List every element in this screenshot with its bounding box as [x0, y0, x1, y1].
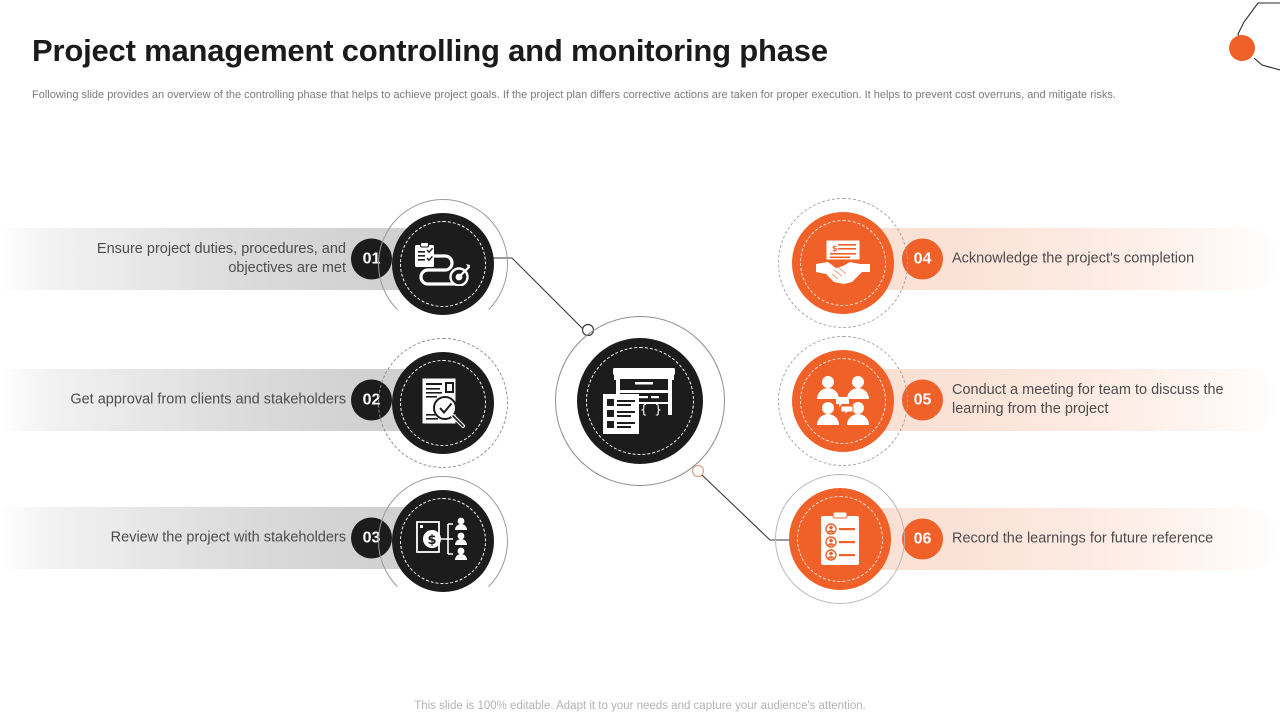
step-row-05[interactable]: Conduct a meeting for team to discuss th…	[880, 369, 1280, 431]
step-label-05: Conduct a meeting for team to discuss th…	[952, 382, 1224, 417]
step-label-02: Get approval from clients and stakeholde…	[70, 391, 346, 408]
node-dashed-ring-01	[400, 221, 486, 307]
page-subtitle: Following slide provides an overview of …	[32, 89, 1116, 101]
node-dashed-ring-02	[400, 360, 486, 446]
center-hub[interactable]: { }	[555, 316, 725, 486]
step-node-03[interactable]: $	[378, 476, 508, 606]
team-meeting-icon	[792, 350, 894, 452]
step-band-05	[880, 369, 1280, 431]
clipboard-path-target-icon	[392, 213, 494, 315]
step-node-04[interactable]: $	[778, 198, 908, 328]
step-node-05[interactable]	[778, 336, 908, 466]
node-ring-03	[378, 476, 508, 606]
step-label-03: Review the project with stakeholders	[110, 529, 346, 546]
node-ring-04	[778, 198, 908, 328]
step-node-01[interactable]	[378, 199, 508, 329]
svg-text:$: $	[832, 244, 838, 253]
budget-stakeholders-icon: $	[392, 490, 494, 592]
node-dashed-ring-06	[797, 496, 883, 582]
clipboard-people-list-icon	[789, 488, 891, 590]
step-row-03[interactable]: Review the project with stakeholders 03	[0, 507, 430, 569]
step-band-06	[880, 508, 1280, 570]
step-row-02[interactable]: Get approval from clients and stakeholde…	[0, 369, 430, 431]
node-ring-01	[378, 199, 508, 329]
step-row-01[interactable]: Ensure project duties, procedures, and o…	[0, 228, 430, 290]
step-row-06[interactable]: Record the learnings for future referenc…	[880, 508, 1280, 570]
step-node-06[interactable]	[775, 474, 905, 604]
footer-note: This slide is 100% editable. Adapt it to…	[414, 700, 866, 712]
corner-decoration-icon	[1229, 2, 1280, 71]
document-magnifier-check-icon	[392, 352, 494, 454]
step-label-01: Ensure project duties, procedures, and o…	[96, 241, 346, 276]
step-number-04: 04	[902, 238, 943, 280]
presentation-board-code-checklist-icon: { }	[577, 338, 703, 464]
step-row-04[interactable]: Acknowledge the project's completion 04	[880, 228, 1280, 290]
handshake-certificate-icon: $	[792, 212, 894, 314]
page-title: Project management controlling and monit…	[32, 33, 828, 68]
step-node-02[interactable]	[378, 338, 508, 468]
step-label-04: Acknowledge the project's completion	[952, 250, 1195, 267]
step-number-06: 06	[902, 518, 943, 560]
svg-text:$: $	[427, 533, 436, 548]
node-dashed-ring-05	[800, 358, 886, 444]
svg-text:{ }: { }	[640, 403, 662, 417]
hub-dashed-ring	[586, 347, 694, 455]
step-band-04	[880, 228, 1280, 290]
node-dashed-ring-03	[400, 498, 486, 584]
node-ring-05	[778, 336, 908, 466]
node-ring-06	[775, 474, 905, 604]
hub-outer-ring	[555, 316, 725, 486]
step-number-05: 05	[902, 379, 943, 421]
step-label-06: Record the learnings for future referenc…	[952, 530, 1214, 547]
node-dashed-ring-04	[800, 220, 886, 306]
node-ring-02	[378, 338, 508, 468]
